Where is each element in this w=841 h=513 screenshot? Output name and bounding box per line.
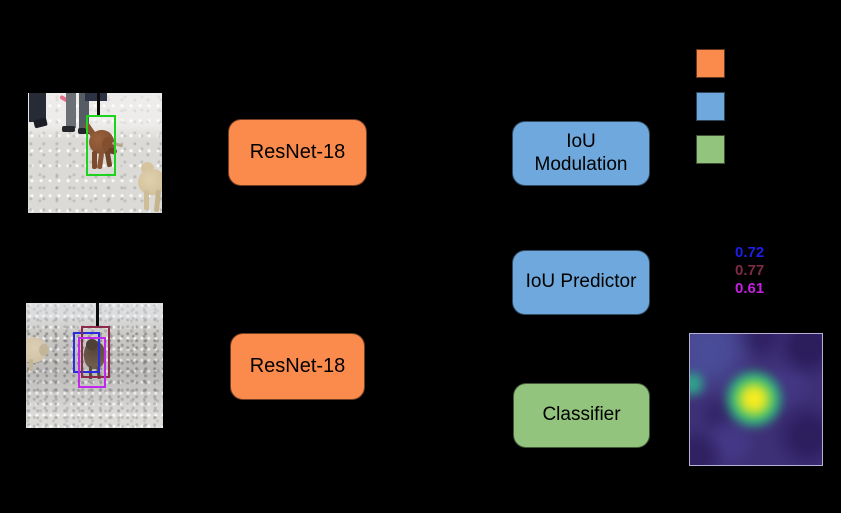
block-label: IoU Predictor xyxy=(525,271,637,293)
legend-swatch-blue xyxy=(696,92,725,121)
person-leg xyxy=(79,93,89,130)
person-leg xyxy=(66,93,76,128)
candidate-bounding-box-magenta xyxy=(78,337,106,388)
second-dog-head xyxy=(39,344,49,356)
legend-swatch-green xyxy=(696,135,725,164)
second-dog-leg xyxy=(153,189,162,213)
ground-truth-bounding-box xyxy=(86,115,116,176)
pole xyxy=(97,93,100,116)
confidence-heatmap xyxy=(689,333,823,466)
second-dog-leg xyxy=(29,359,33,371)
candidate-bounding-box-blue xyxy=(73,332,100,373)
second-dog xyxy=(26,337,47,363)
iou-score-value: 0.77 xyxy=(735,262,765,279)
resnet18-block-top: ResNet-18 xyxy=(228,119,367,186)
dog-leg xyxy=(92,151,97,169)
legend-swatch-orange xyxy=(696,49,725,78)
block-label: Classifier xyxy=(542,404,621,426)
reference-frame-image xyxy=(28,93,162,213)
block-label: ResNet-18 xyxy=(249,140,346,163)
heatmap-blobs xyxy=(690,334,822,465)
person-boot xyxy=(33,117,48,129)
resnet18-block-bottom: ResNet-18 xyxy=(230,333,365,400)
iou-score-value: 0.72 xyxy=(735,244,765,261)
person-shoe xyxy=(78,128,92,134)
classifier-block: Classifier xyxy=(513,383,650,448)
second-dog-leg xyxy=(144,190,149,210)
candidate-bounding-box-maroon xyxy=(81,326,110,378)
dog-head xyxy=(86,339,98,350)
person-silhouette xyxy=(85,93,107,101)
person-silhouette xyxy=(29,93,46,122)
block-label: ResNet-18 xyxy=(249,354,346,377)
pole xyxy=(96,303,99,328)
block-label: IoU Modulation xyxy=(534,131,628,175)
iou-score-list: 0.72 0.77 0.61 xyxy=(735,244,764,298)
iou-predictor-block: IoU Predictor xyxy=(512,250,650,315)
person-shoe xyxy=(62,126,75,132)
iou-modulation-block: IoU Modulation xyxy=(512,121,650,186)
test-frame-image xyxy=(26,303,163,428)
iou-score-value: 0.61 xyxy=(735,280,765,297)
